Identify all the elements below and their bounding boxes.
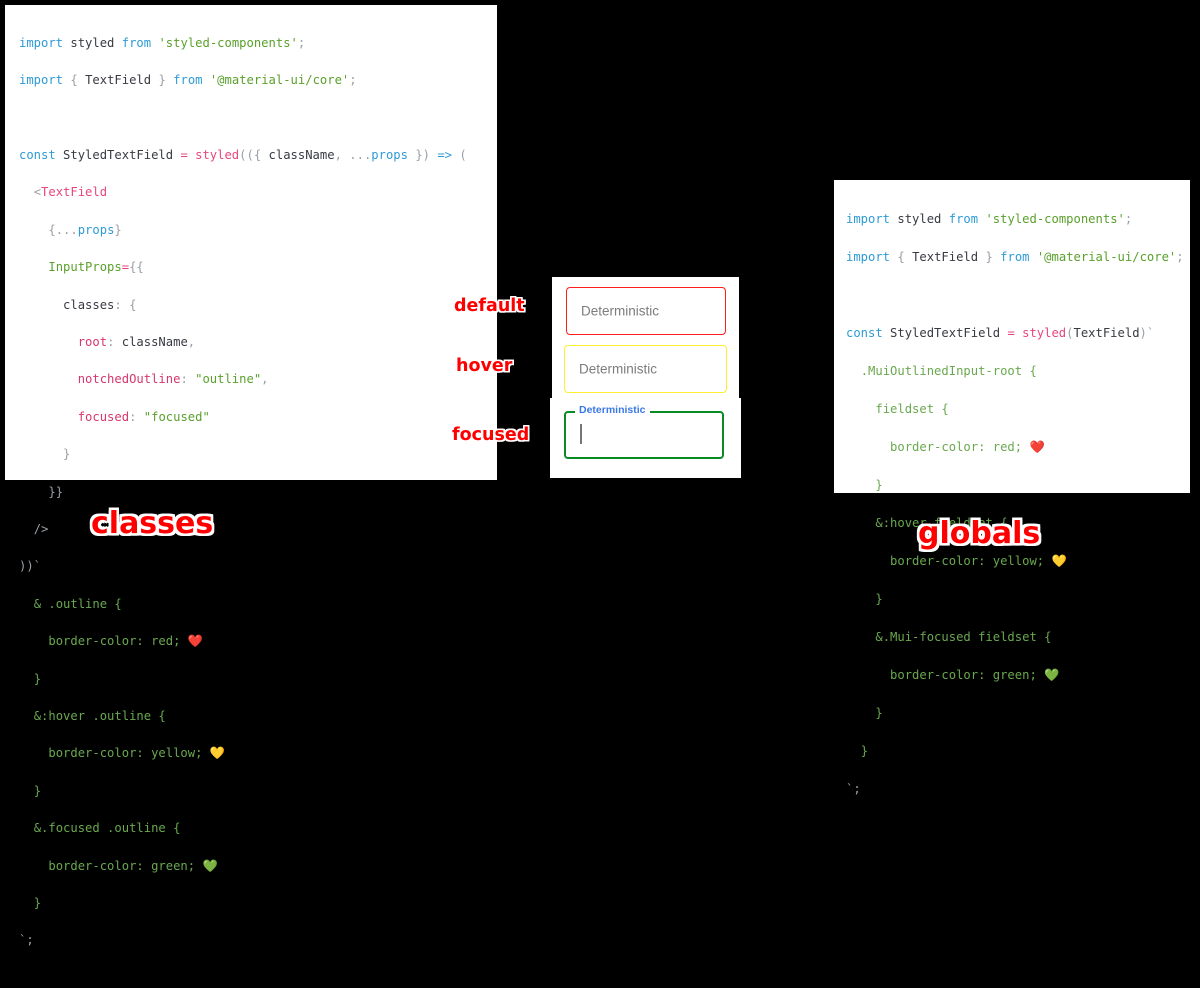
code-line: import { TextField } from '@material-ui/… [846,250,1184,264]
code-line: <TextField [33,185,108,200]
annotation-hover: hover [456,356,513,376]
code-line: root: className, [77,334,196,349]
code-line: } [875,706,883,720]
textfield-hover[interactable]: Deterministic [564,345,727,393]
textfield-default-placeholder: Deterministic [581,303,660,319]
code-line: } [875,592,883,606]
demo-panel-focused: Deterministic [550,398,741,478]
code-line [846,286,1190,305]
textfield-default[interactable]: Deterministic [566,287,726,335]
caption-globals: globals [918,516,1041,551]
code-line: import styled from 'styled-components'; [846,212,1133,226]
code-line: border-color: green; 💚 [48,858,218,873]
textfield-focused-label: Deterministic [575,405,650,416]
text-caret [580,424,582,444]
textfield-focused[interactable]: Deterministic [564,405,724,459]
right-code-block: import styled from 'styled-components'; … [846,191,1190,837]
code-line: } [875,478,883,492]
code-line: } [33,783,42,798]
code-line: ))` [19,559,42,574]
code-line: import { TextField } from '@material-ui/… [19,73,357,88]
code-line: } [33,896,42,911]
code-line: classes: { [63,297,137,312]
code-line: } [860,744,869,758]
code-line: border-color: green; 💚 [890,668,1060,682]
code-line: } [33,671,42,686]
textfield-hover-placeholder: Deterministic [579,361,658,377]
code-line: notchedOutline: "outline", [77,372,269,387]
code-line: &.Mui-focused fieldset { [875,630,1052,644]
code-line: fieldset { [875,402,949,416]
code-line: InputProps={{ [48,260,144,275]
code-line: {...props} [48,222,122,237]
annotation-default: default [454,296,525,316]
code-line: &:hover .outline { [33,709,166,724]
caption-classes: classes [91,506,214,541]
code-line: .MuiOutlinedInput-root { [860,364,1037,378]
left-code-panel: import styled from 'styled-components'; … [5,5,497,947]
code-line: `; [846,782,861,796]
code-line: &.focused .outline { [33,821,181,836]
code-line: &:hover fieldset { [875,516,1008,530]
code-line: `; [19,933,34,948]
code-line: /> [33,521,49,536]
left-code-block: import styled from 'styled-components'; … [19,15,497,988]
annotation-focused: focused [452,425,530,445]
code-line: focused: "focused" [77,409,210,424]
code-line: border-color: yellow; 💛 [890,554,1067,568]
code-line: border-color: red; ❤️ [48,634,203,649]
code-line: import styled from 'styled-components'; [19,35,306,50]
code-line [19,109,497,128]
code-line: const StyledTextField = styled(TextField… [846,326,1155,340]
code-line: const StyledTextField = styled(({ classN… [19,147,467,162]
code-line: & .outline { [33,596,122,611]
code-line: border-color: yellow; 💛 [48,746,225,761]
code-line: } [63,447,71,462]
code-line: }} [48,484,64,499]
right-code-panel: import styled from 'styled-components'; … [834,180,1190,796]
demo-panel-default-hover: Deterministic Deterministic [552,277,739,398]
code-line: border-color: red; ❤️ [890,440,1045,454]
